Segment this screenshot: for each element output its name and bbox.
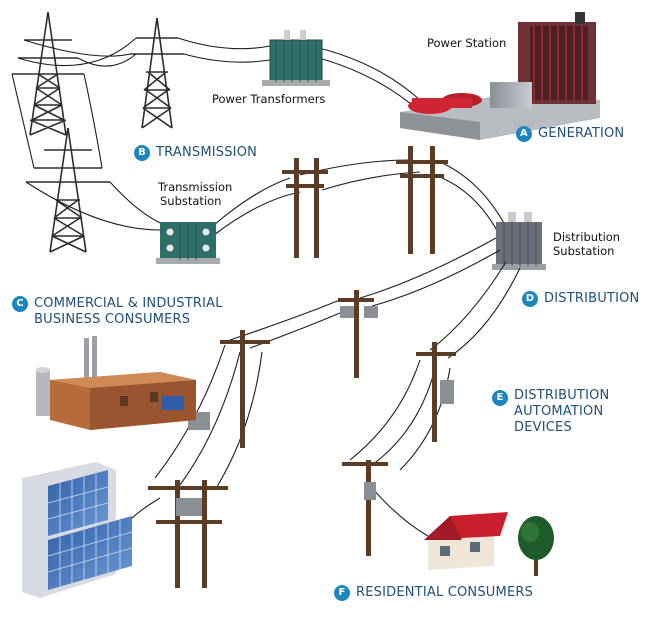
section-c-commercial: C COMMERCIAL & INDUSTRIAL BUSINESS CONSU…: [12, 296, 223, 328]
office-building: [22, 462, 133, 598]
section-e-text: DISTRIBUTION AUTOMATION DEVICES: [514, 388, 610, 435]
section-f-text: RESIDENTIAL CONSUMERS: [356, 585, 534, 600]
transmission-tower-2: [130, 17, 184, 129]
label-power-station: Power Station: [427, 36, 507, 50]
section-b-text: TRANSMISSION: [156, 145, 258, 160]
badge-e: E: [492, 390, 508, 406]
transmission-tower-3: [26, 127, 110, 253]
badge-d: D: [522, 291, 538, 307]
label-distribution-substation: Distribution Substation: [553, 230, 621, 258]
power-transformer: [262, 30, 330, 86]
section-a-text: GENERATION: [538, 126, 625, 141]
label-power-transformers: Power Transformers: [212, 92, 326, 106]
house: [424, 512, 508, 570]
badge-c: C: [12, 296, 28, 312]
power-station: [400, 12, 600, 140]
badge-b: B: [134, 145, 150, 161]
section-e-automation: E DISTRIBUTION AUTOMATION DEVICES: [492, 388, 609, 436]
wooden-poles-distribution: [148, 290, 456, 588]
wooden-poles-transmission: [282, 146, 448, 258]
section-d-text: DISTRIBUTION: [544, 291, 640, 306]
label-transmission-substation: Transmission Substation: [158, 180, 233, 208]
section-c-text: COMMERCIAL & INDUSTRIAL BUSINESS CONSUME…: [34, 296, 223, 327]
transmission-tower-1: [12, 11, 84, 136]
section-d-distribution: D DISTRIBUTION: [522, 291, 639, 307]
factory: [36, 336, 196, 430]
tree: [518, 516, 554, 576]
transmission-substation: [156, 222, 220, 264]
section-a-generation: A GENERATION: [516, 126, 624, 142]
distribution-substation: [492, 212, 546, 270]
section-b-transmission: B TRANSMISSION: [134, 145, 257, 161]
badge-a: A: [516, 126, 532, 142]
badge-f: F: [334, 585, 350, 601]
section-f-residential: F RESIDENTIAL CONSUMERS: [334, 585, 533, 601]
